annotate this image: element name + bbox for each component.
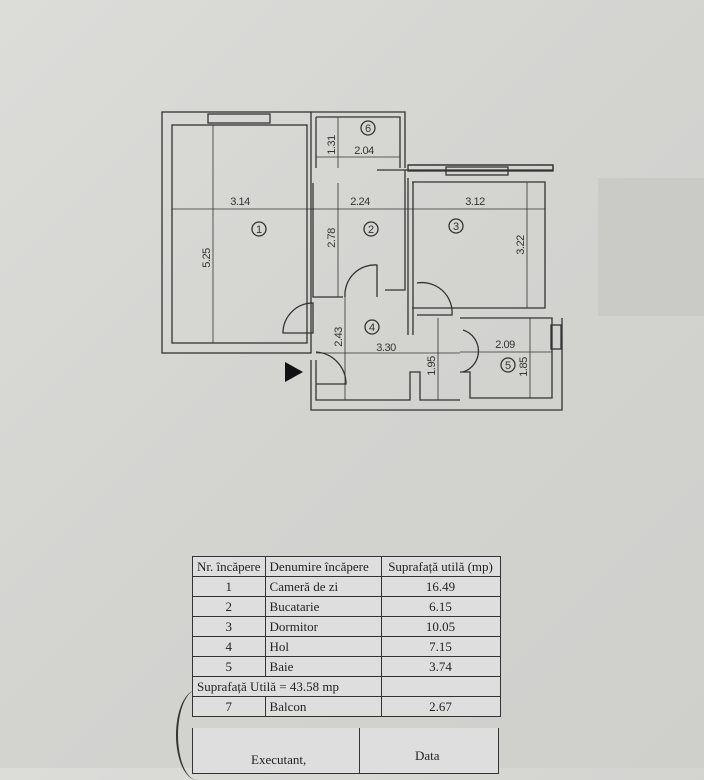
room-1-inner-wall — [171, 124, 308, 344]
date-label: Data — [415, 748, 440, 763]
room-markers — [251, 120, 516, 373]
dim-label: 5.25 — [201, 248, 213, 268]
room-5-label: 5 — [505, 360, 511, 372]
dim-label: 1.31 — [326, 135, 338, 155]
dim-label: 3.12 — [465, 196, 485, 208]
room-3-label: 3 — [453, 221, 459, 233]
dim-label: 3.14 — [230, 196, 250, 208]
door-swing — [282, 302, 314, 334]
stamp — [176, 690, 218, 780]
header-name: Denumire încăpere — [264, 556, 382, 577]
room-1-label: 1 — [256, 224, 262, 236]
dim-label: 3.30 — [376, 342, 396, 354]
room-6-inner-wall — [316, 116, 401, 168]
entrance-arrow-icon — [285, 362, 303, 382]
dim-label: 2.78 — [326, 228, 338, 248]
header-nr: Nr. încăpere — [192, 556, 266, 577]
dim-label: 2.43 — [333, 327, 345, 347]
dim-label: 2.24 — [350, 196, 370, 208]
room-6-label: 6 — [365, 123, 371, 135]
room-3-wall — [412, 181, 546, 309]
window-icon — [207, 113, 271, 124]
total-label: Suprafață Utilă = 43.58 mp — [192, 676, 382, 697]
divider — [359, 728, 360, 773]
background-shadow — [598, 178, 704, 316]
entrance-door-swing — [315, 351, 347, 385]
dim-label: 2.09 — [495, 339, 515, 351]
room-1-outer-wall — [161, 111, 312, 354]
door-swing — [416, 281, 453, 316]
dim-label: 1.95 — [426, 356, 438, 376]
room-2-label: 2 — [368, 224, 374, 236]
header-area: Suprafață utilă (mp) — [380, 556, 501, 577]
window-icon — [445, 166, 509, 176]
door-swing — [462, 329, 480, 373]
room-2-wall — [312, 183, 343, 298]
table-header: Nr. încăpere Denumire încăpere Suprafață… — [192, 556, 501, 577]
signature-row: Executant, Data — [192, 728, 499, 774]
room-5-wall — [460, 317, 553, 399]
executant-label: Executant, — [251, 752, 307, 767]
window-icon — [550, 324, 562, 350]
dim-label: 3.22 — [515, 235, 527, 255]
room-4-label: 4 — [369, 322, 375, 334]
total-row: Suprafață Utilă = 43.58 mp — [192, 676, 501, 697]
door-swing — [344, 264, 378, 298]
dim-label: 1.85 — [518, 357, 530, 377]
room-6-wall — [311, 111, 406, 168]
dim-label: 2.04 — [354, 145, 374, 157]
floor-plan: 1 2 3 4 5 6 3.14 5.25 2.24 2.78 3.12 3.2… — [161, 111, 563, 411]
area-table: Nr. încăpere Denumire încăpere Suprafață… — [192, 556, 501, 717]
